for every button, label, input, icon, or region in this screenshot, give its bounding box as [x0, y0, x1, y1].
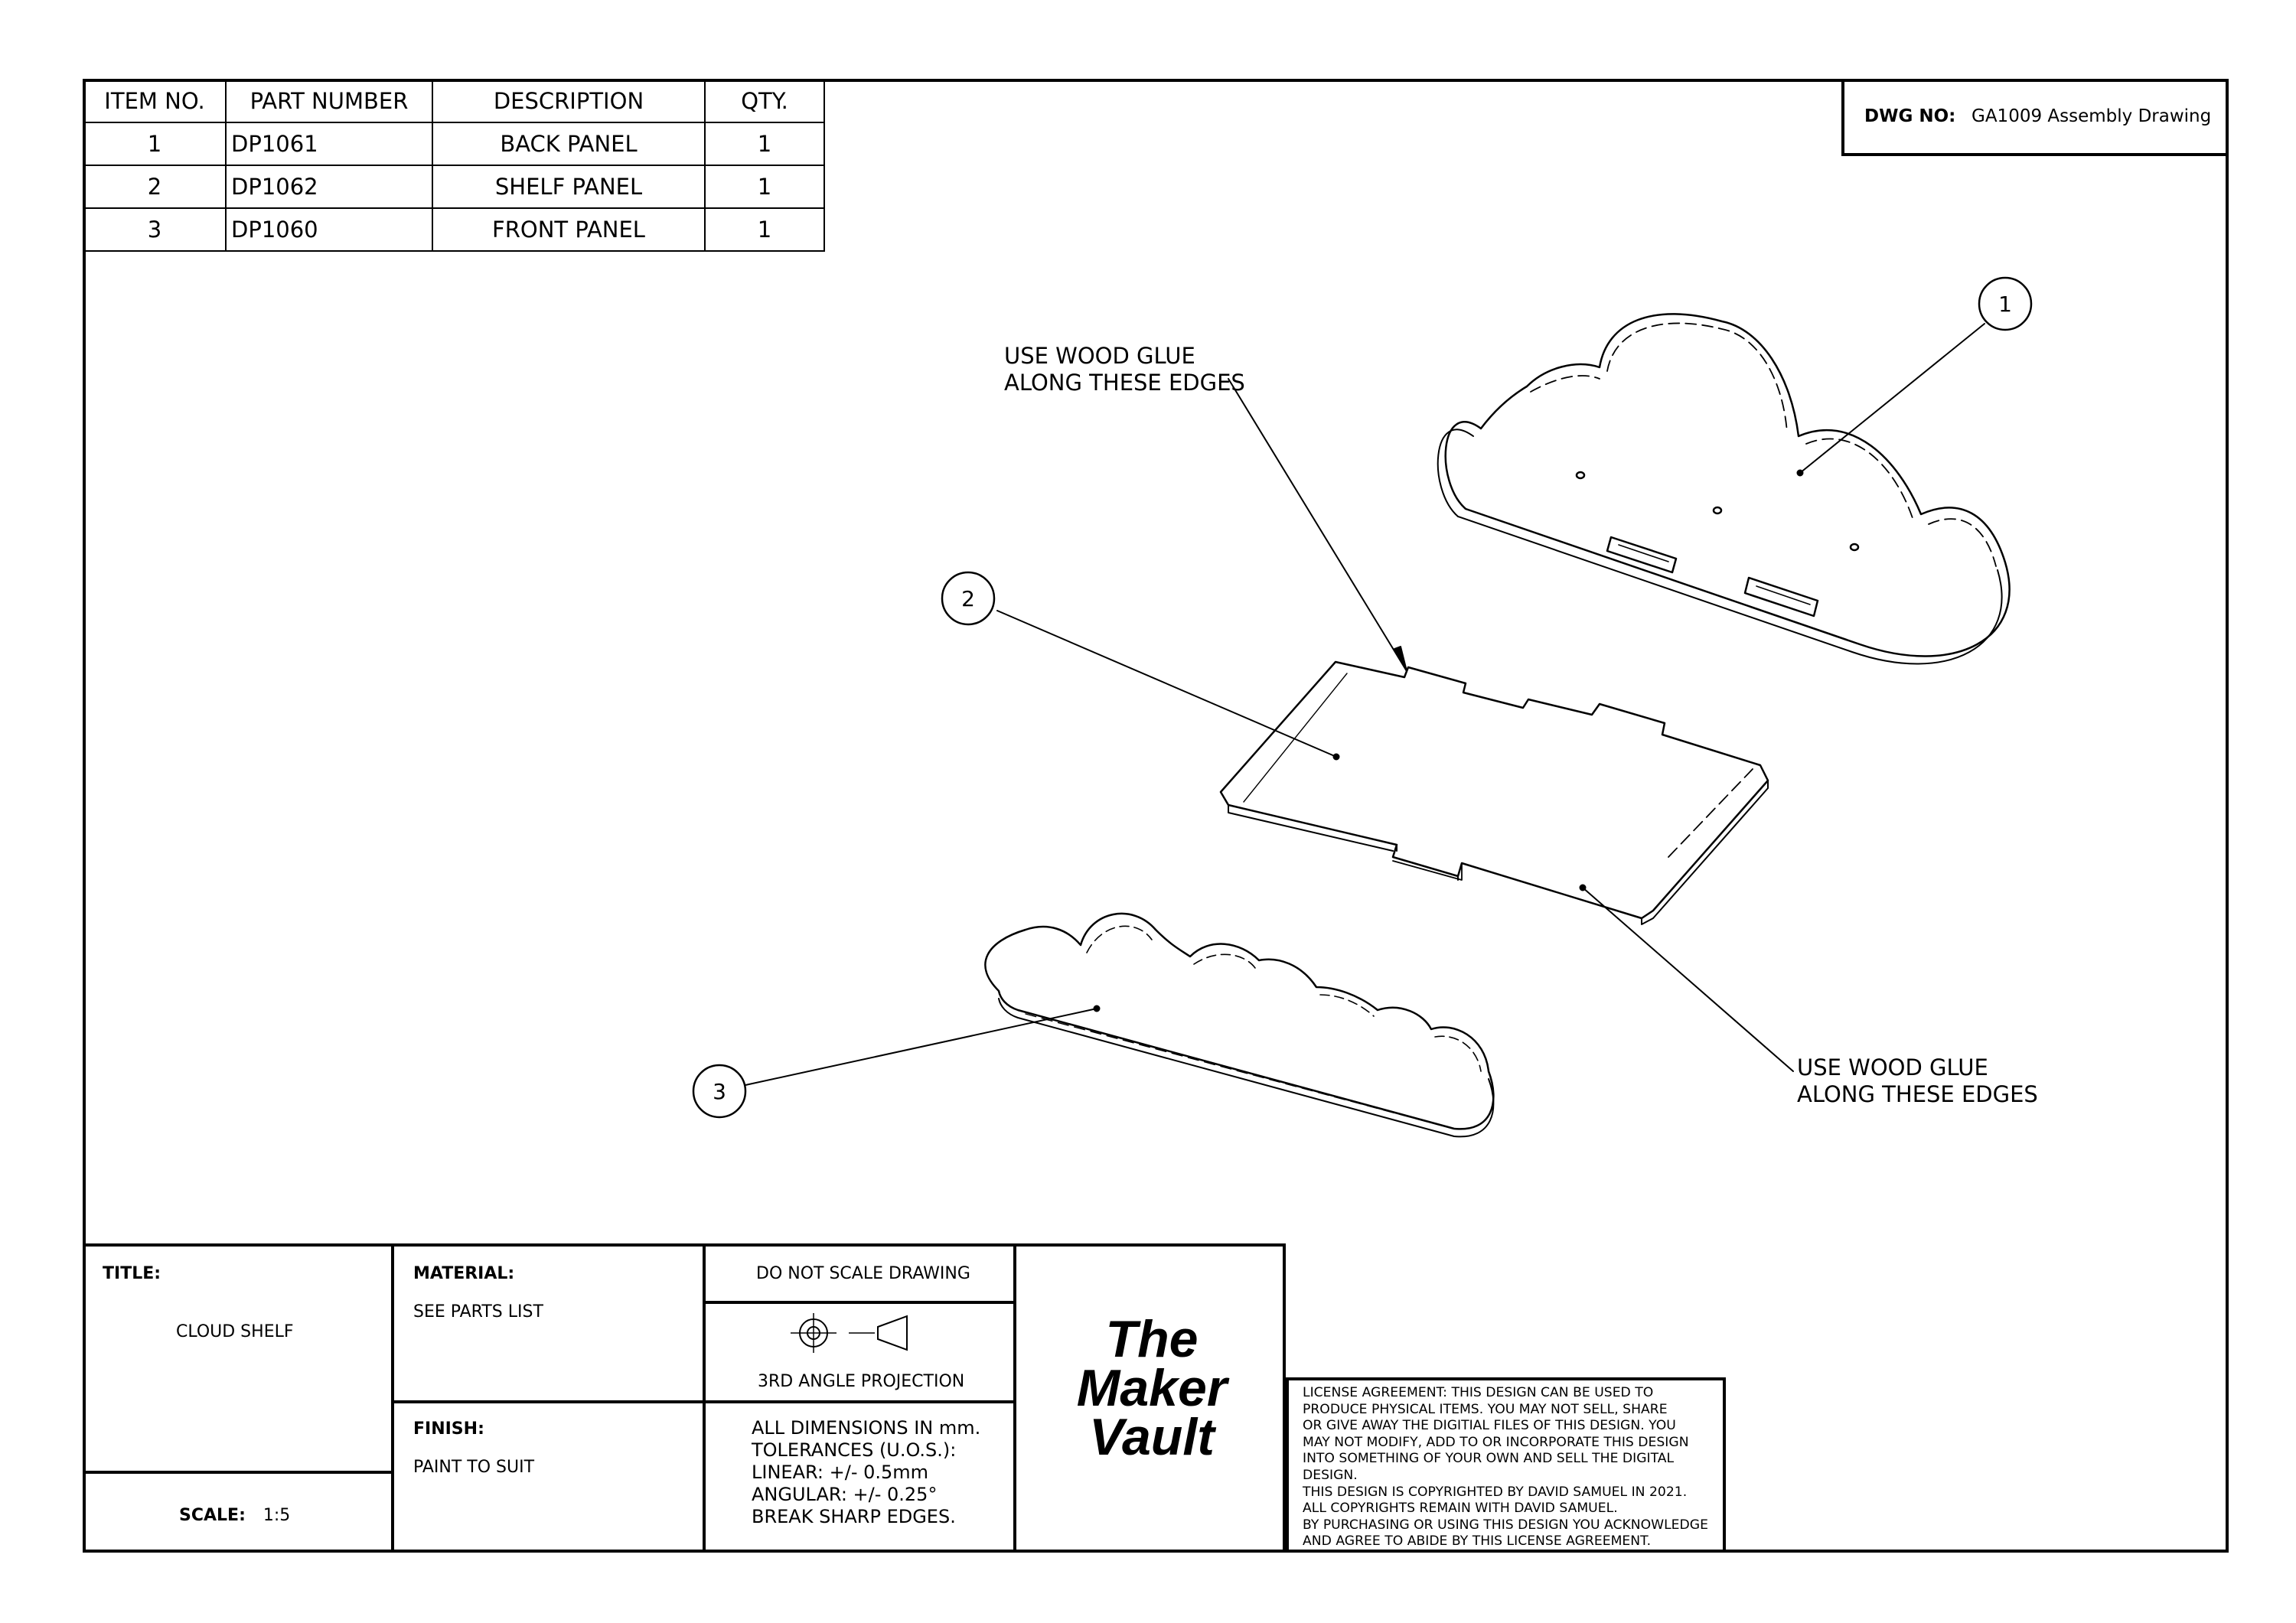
drawing-number-box: DWG NO: GA1009 Assembly Drawing	[1841, 79, 2229, 156]
title-block-divider	[83, 1471, 393, 1474]
note-line: ALONG THESE EDGES	[1797, 1081, 2038, 1107]
parts-list-header-row: ITEM NO. PART NUMBER DESCRIPTION QTY.	[83, 79, 825, 123]
title-block	[83, 1243, 1286, 1553]
license-line: OR GIVE AWAY THE DIGITIAL FILES OF THIS …	[1303, 1418, 1676, 1434]
balloon-3: 3	[692, 1064, 747, 1119]
part-number-cell: DP1062	[225, 165, 433, 209]
glue-note-bottom: USE WOOD GLUE ALONG THESE EDGES	[1797, 1054, 2038, 1108]
balloon-1-label: 1	[1998, 292, 2012, 317]
maker-vault-logo: The Maker Vault	[1018, 1310, 1286, 1466]
license-agreement: LICENSE AGREEMENT: THIS DESIGN CAN BE US…	[1286, 1377, 1726, 1553]
qty-cell: 1	[704, 207, 825, 252]
logo-line: Maker	[1076, 1359, 1228, 1417]
scale-label: SCALE:	[179, 1506, 246, 1525]
drawing-number-label: DWG NO:	[1864, 106, 1956, 126]
balloon-2: 2	[941, 571, 996, 626]
projection-label: 3RD ANGLE PROJECTION	[758, 1372, 965, 1391]
finish-value: PAINT TO SUIT	[413, 1458, 535, 1477]
column-header-item-no: ITEM NO.	[83, 79, 227, 123]
shelf-panel-part	[1219, 660, 1769, 925]
leader-lines	[745, 323, 1985, 1086]
logo-line: Vault	[1089, 1408, 1215, 1466]
license-line: DESIGN.	[1303, 1467, 1358, 1483]
tolerances-note: ALL DIMENSIONS IN mm. TOLERANCES (U.O.S.…	[752, 1417, 980, 1528]
balloon-1: 1	[1978, 276, 2033, 331]
license-line: THIS DESIGN IS COPYRIGHTED BY DAVID SAMU…	[1303, 1484, 1688, 1500]
license-line: LICENSE AGREEMENT: THIS DESIGN CAN BE US…	[1303, 1385, 1654, 1400]
tolerance-line: BREAK SHARP EDGES.	[752, 1506, 956, 1527]
table-row: 1 DP1061 BACK PANEL 1	[83, 122, 825, 166]
tolerance-line: LINEAR: +/- 0.5mm	[752, 1462, 929, 1483]
parts-list-table: ITEM NO. PART NUMBER DESCRIPTION QTY. 1 …	[83, 79, 825, 252]
tolerance-line: TOLERANCES (U.O.S.):	[752, 1439, 957, 1461]
item-no-cell: 1	[83, 122, 227, 166]
license-line: BY PURCHASING OR USING THIS DESIGN YOU A…	[1303, 1517, 1708, 1533]
item-no-cell: 3	[83, 207, 227, 252]
qty-cell: 1	[704, 122, 825, 166]
scale-field: SCALE: 1:5	[179, 1506, 290, 1525]
table-row: 2 DP1062 SHELF PANEL 1	[83, 165, 825, 209]
column-header-part-number: PART NUMBER	[225, 79, 433, 123]
description-cell: FRONT PANEL	[432, 207, 706, 252]
title-block-divider	[1013, 1243, 1016, 1553]
title-block-divider	[391, 1243, 394, 1553]
do-not-scale-note: DO NOT SCALE DRAWING	[756, 1264, 970, 1283]
glue-note-top: USE WOOD GLUE ALONG THESE EDGES	[1004, 343, 1245, 396]
back-panel-part	[1437, 313, 2011, 665]
front-panel-part	[984, 912, 1495, 1138]
qty-cell: 1	[704, 165, 825, 209]
table-row: 3 DP1060 FRONT PANEL 1	[83, 207, 825, 252]
description-cell: SHELF PANEL	[432, 165, 706, 209]
drawing-number-value: GA1009 Assembly Drawing	[1971, 106, 2212, 126]
drawing-border	[83, 79, 2229, 1553]
title-value: CLOUD SHELF	[176, 1322, 294, 1341]
license-line: MAY NOT MODIFY, ADD TO OR INCORPORATE TH…	[1303, 1434, 1689, 1450]
tolerance-line: ALL DIMENSIONS IN mm.	[752, 1417, 981, 1439]
note-line: USE WOOD GLUE	[1797, 1054, 1988, 1080]
license-line: ALL COPYRIGHTS REMAIN WITH DAVID SAMUEL.	[1303, 1501, 1618, 1517]
part-number-cell: DP1061	[225, 122, 433, 166]
scale-value: 1:5	[263, 1506, 291, 1525]
title-block-divider	[703, 1243, 706, 1553]
material-value: SEE PARTS LIST	[413, 1302, 543, 1322]
balloon-3-label: 3	[713, 1079, 726, 1104]
description-cell: BACK PANEL	[432, 122, 706, 166]
note-line: USE WOOD GLUE	[1004, 343, 1195, 369]
logo-line: The	[1105, 1310, 1199, 1368]
title-block-divider	[703, 1301, 1015, 1304]
title-label: TITLE:	[103, 1264, 161, 1283]
material-label: MATERIAL:	[413, 1264, 515, 1283]
part-number-cell: DP1060	[225, 207, 433, 252]
license-line: AND AGREE TO ABIDE BY THIS LICENSE AGREE…	[1303, 1533, 1652, 1550]
note-line: ALONG THESE EDGES	[1004, 370, 1245, 396]
title-block-divider	[391, 1400, 1015, 1403]
column-header-qty: QTY.	[704, 79, 825, 123]
license-line: PRODUCE PHYSICAL ITEMS. YOU MAY NOT SELL…	[1303, 1401, 1668, 1417]
item-no-cell: 2	[83, 165, 227, 209]
column-header-description: DESCRIPTION	[432, 79, 706, 123]
tolerance-line: ANGULAR: +/- 0.25°	[752, 1484, 938, 1505]
finish-label: FINISH:	[413, 1419, 484, 1439]
third-angle-projection-icon	[791, 1313, 908, 1353]
license-line: INTO SOMETHING OF YOUR OWN AND SELL THE …	[1303, 1451, 1675, 1467]
balloon-2-label: 2	[961, 586, 975, 611]
